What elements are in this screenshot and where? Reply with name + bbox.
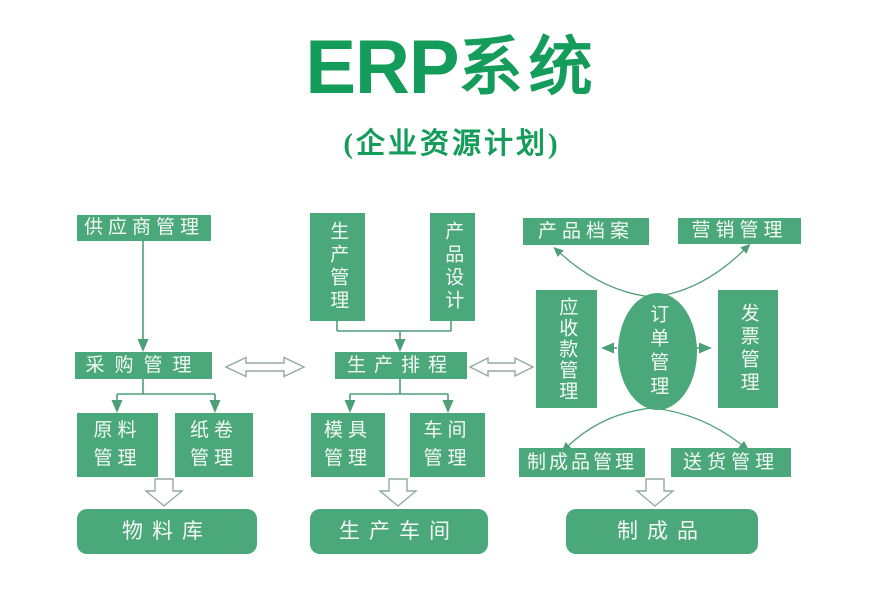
raw-material-mgmt-box: 原料管理	[77, 413, 158, 477]
purchase-mgmt-box: 采购管理	[75, 352, 212, 379]
finished-goods-box: 制成品	[566, 509, 758, 554]
curve-order-to-delivery	[651, 407, 750, 451]
bracket-scheduling	[350, 378, 448, 395]
supplier-mgmt-box: 供应商管理	[77, 215, 211, 241]
product-archive-box: 产品档案	[523, 218, 649, 245]
hollow-arrow-to-production-workshop	[378, 478, 418, 507]
receivables-mgmt-box: 应收款管理	[536, 290, 597, 408]
delivery-mgmt-box: 送货管理	[671, 448, 791, 477]
marketing-mgmt-box: 营销管理	[678, 218, 801, 244]
production-mgmt-box: 生产管理	[310, 213, 365, 321]
curve-order-to-product-archive	[553, 246, 653, 298]
product-design-box: 产品设计	[430, 213, 475, 321]
bracket-production	[336, 321, 452, 332]
order-mgmt-ellipse: 订单管理	[618, 293, 697, 410]
page-subtitle: (企业资源计划)	[343, 128, 561, 160]
curve-order-to-finished-goods-mgmt	[561, 407, 653, 453]
invoice-mgmt-box: 发票管理	[718, 290, 778, 408]
material-warehouse-box: 物料库	[77, 509, 257, 554]
title-cjk: 系统	[458, 32, 599, 103]
finished-goods-mgmt-box: 制成品管理	[519, 448, 645, 477]
paper-roll-mgmt-box: 纸卷管理	[175, 413, 253, 477]
mold-mgmt-box: 模具管理	[311, 413, 385, 477]
double-arrow-scheduling-sales	[468, 356, 535, 378]
diagram-header: ERP系统 (企业资源计划)	[0, 30, 878, 162]
hollow-arrow-to-material-warehouse	[144, 478, 184, 507]
hollow-arrow-to-finished-goods	[635, 478, 675, 507]
production-scheduling-box: 生产排程	[335, 352, 467, 379]
workshop-mgmt-box: 车间管理	[410, 413, 485, 477]
bracket-purchasing	[117, 379, 215, 395]
title-latin: ERP	[305, 25, 459, 110]
production-workshop-box: 生产车间	[310, 509, 488, 554]
double-arrow-purchasing-scheduling	[224, 356, 306, 378]
page-title: ERP系统	[26, 30, 878, 106]
